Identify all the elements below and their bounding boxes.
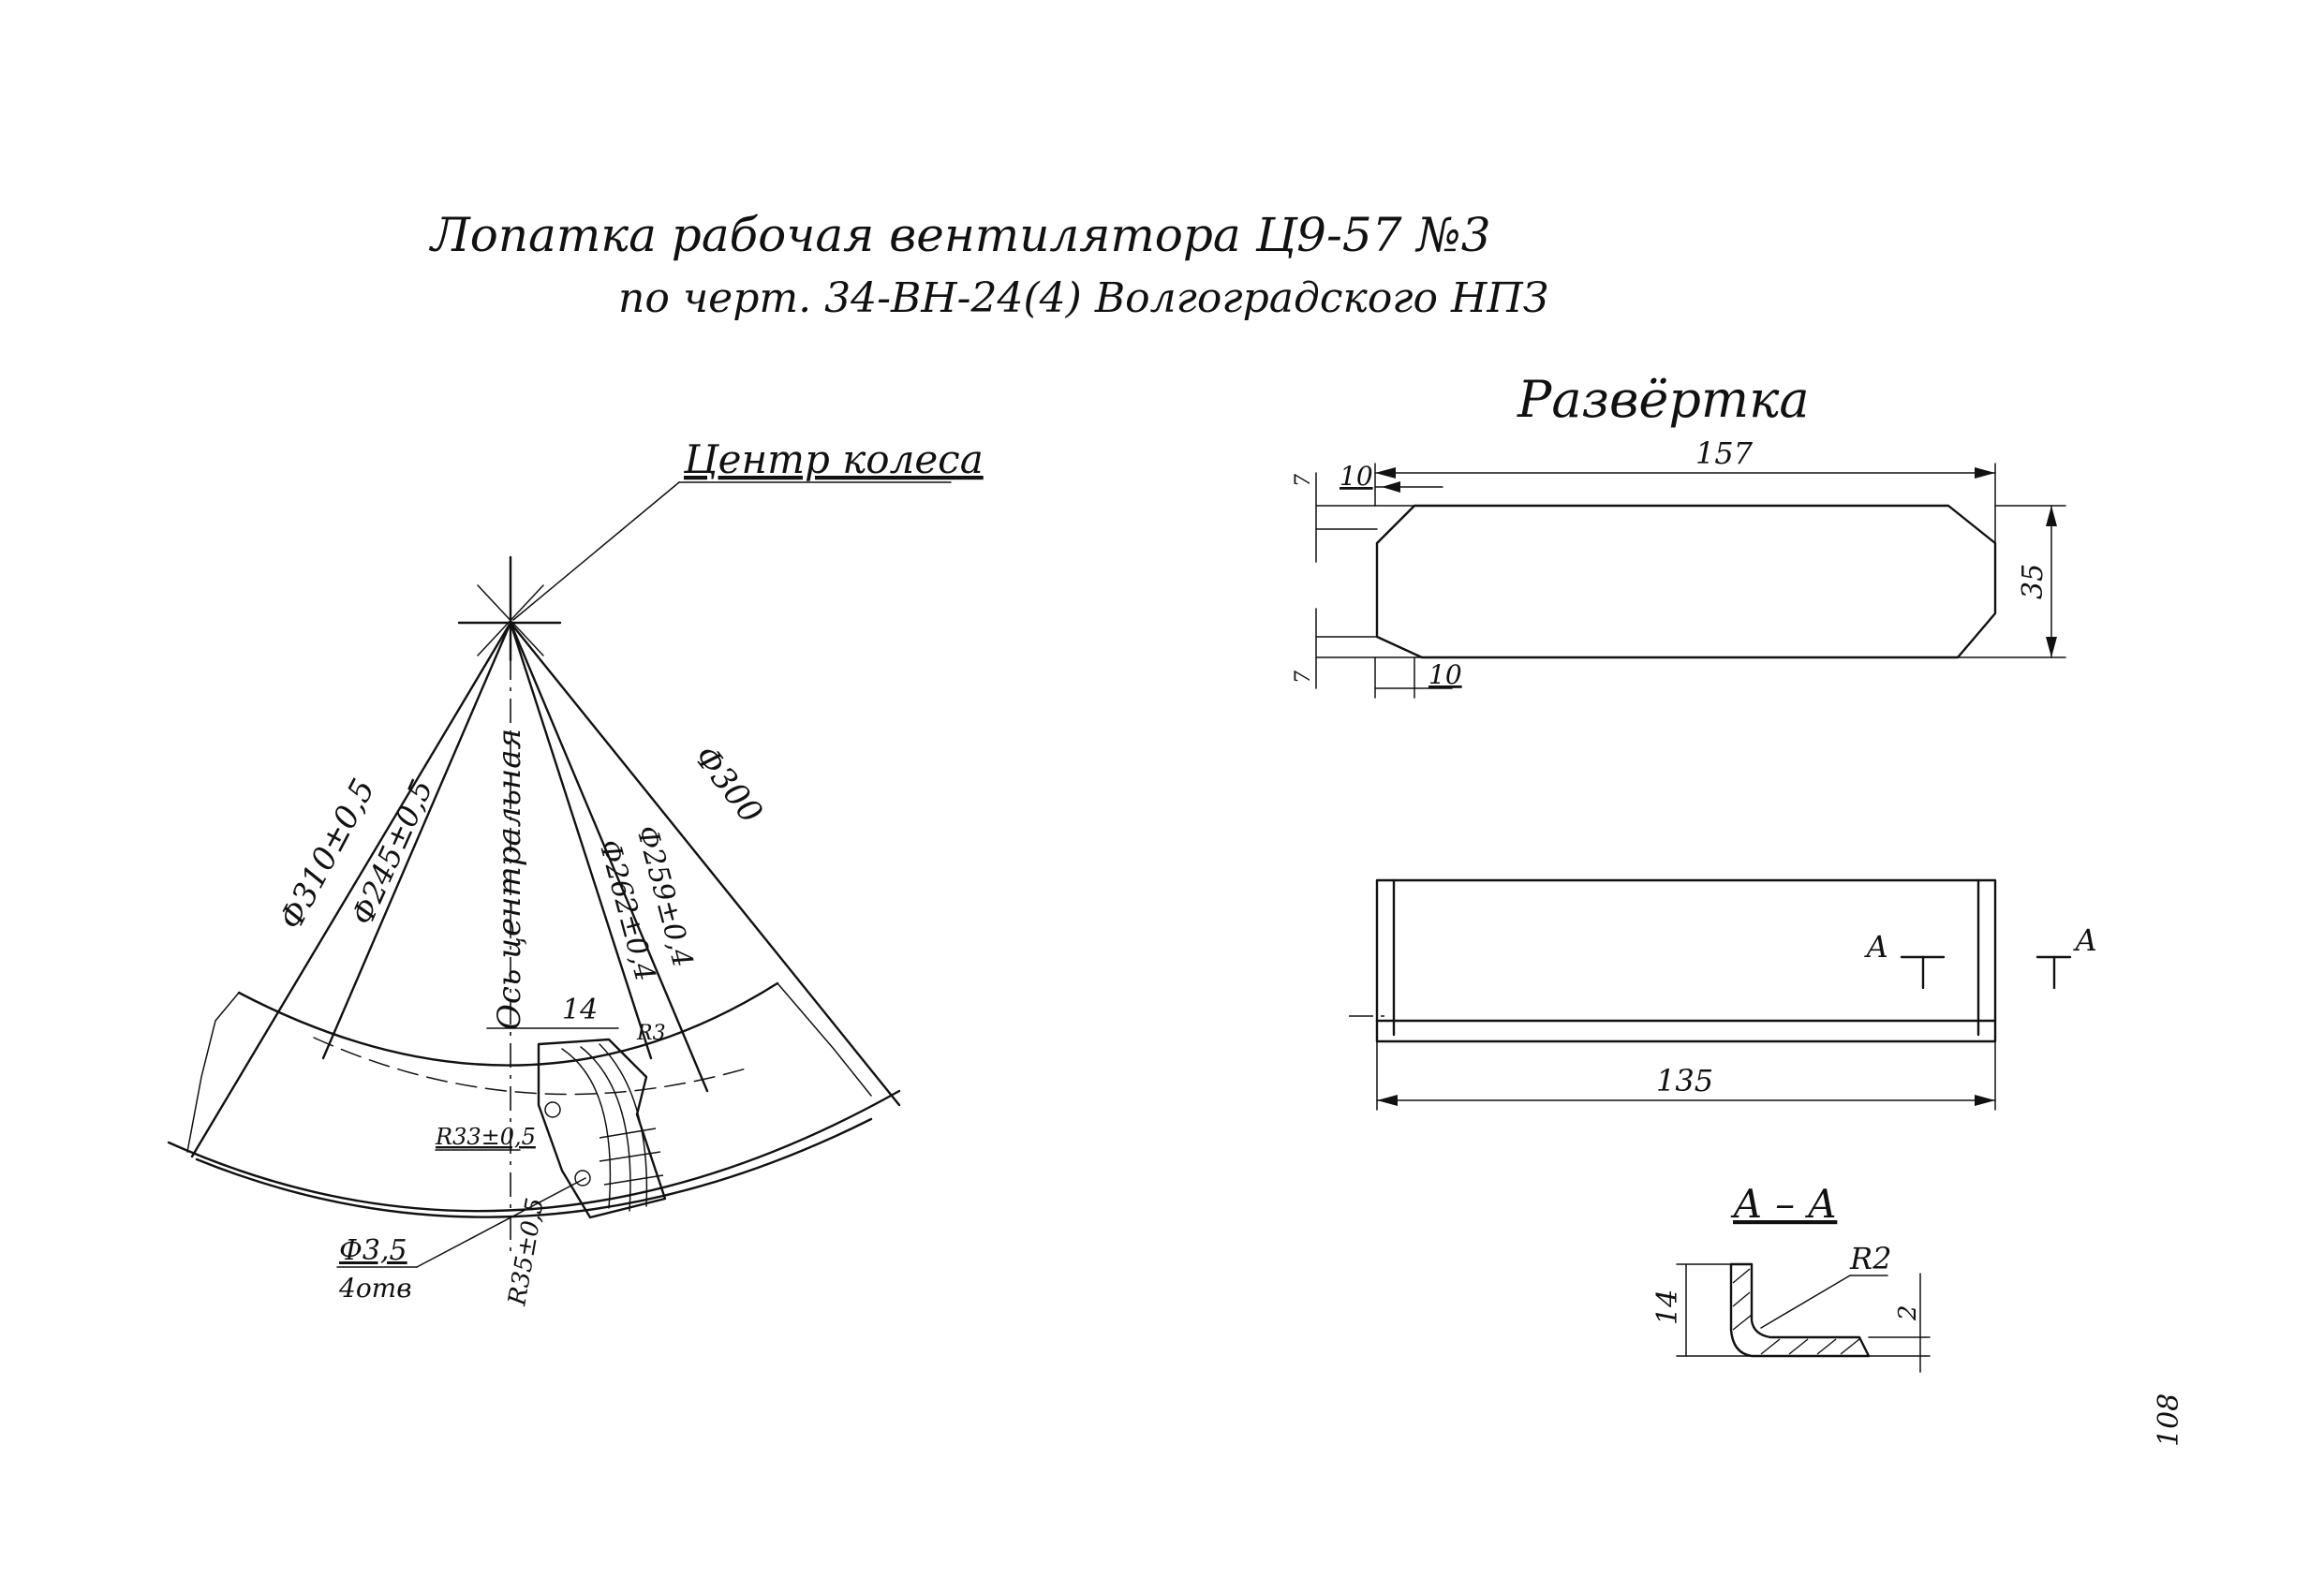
dim-14-section: 14: [1651, 1263, 1753, 1357]
title-line-1: Лопатка рабочая вентилятора Ц9-57 №3: [428, 208, 1491, 262]
blade-main-view: Центр колеса Ось центральная: [167, 436, 984, 1308]
dim-10-top-text: 10: [1340, 461, 1373, 492]
unfold-view: Развёртка 157 10 10: [1292, 370, 2066, 699]
blade-body: [537, 1038, 667, 1219]
dim-2-section-text: 2: [1894, 1305, 1922, 1321]
dim-35: 35: [1957, 505, 2066, 658]
title-line-2: по черт. 34-ВН-24(4) Волгоградского НПЗ: [618, 274, 1548, 322]
dim-135: 135: [1376, 1040, 1996, 1111]
dim-14: 14: [486, 994, 619, 1029]
dim-10-bottom-text: 10: [1428, 659, 1462, 690]
dim-2-section: 2: [1868, 1273, 1931, 1373]
dim-10-top: 10: [1340, 461, 1443, 493]
section-heading: А – А: [1730, 1181, 1837, 1227]
dim-7-bottom: 7: [1292, 608, 1423, 689]
wheel-band: [167, 981, 901, 1218]
page-number: 108: [2153, 1393, 2185, 1447]
side-view: А А 135: [1349, 878, 2097, 1111]
section-mark-right: А: [2035, 922, 2097, 990]
section-mark-left-text: А: [1864, 929, 1888, 965]
wheel-center-label: Центр колеса: [683, 436, 984, 482]
section-mark-left: А: [1864, 929, 1946, 990]
dim-r33-text: R33±0,5: [435, 1124, 536, 1150]
dim-r3-text: R3: [636, 1022, 666, 1045]
hole-callout: Ф3,5 4отв: [336, 1177, 586, 1304]
dim-d300-text: Ф300: [687, 739, 770, 831]
section-a-a: А – А 14 R2 2: [1651, 1181, 1931, 1373]
section-profile: [1729, 1262, 1871, 1358]
dim-35-text: 35: [2017, 564, 2050, 599]
central-axis-label: Ось центральная: [491, 729, 528, 1030]
dim-r2: R2: [1760, 1241, 1891, 1329]
dim-r2-text: R2: [1849, 1241, 1891, 1276]
dim-157: 157: [1374, 435, 1996, 544]
unfold-heading: Развёртка: [1517, 370, 1810, 429]
dim-7-top-text: 7: [1292, 474, 1315, 487]
section-mark-right-text: А: [2073, 922, 2097, 958]
wheel-center-mark: [457, 555, 562, 662]
dim-14-text: 14: [562, 994, 598, 1026]
dim-135-text: 135: [1656, 1063, 1713, 1098]
drawing-title: Лопатка рабочая вентилятора Ц9-57 №3 по …: [428, 208, 1548, 322]
dim-7-bottom-text: 7: [1292, 671, 1315, 684]
dim-10-bottom: 10: [1374, 656, 1462, 699]
wheel-center-leader: [512, 481, 680, 621]
side-view-outline: [1375, 878, 1997, 1043]
section-hatch: [1732, 1268, 1860, 1355]
dim-r35-text: R35±0,5: [503, 1196, 550, 1308]
hole-count-text: 4отв: [338, 1273, 412, 1304]
dim-7-top: 7: [1292, 472, 1415, 563]
hole-diameter-text: Ф3,5: [339, 1234, 407, 1267]
dim-157-text: 157: [1695, 435, 1754, 471]
radial-dimension-lines: [190, 621, 901, 1158]
dim-14-section-text: 14: [1651, 1290, 1684, 1325]
unfold-outline: [1375, 504, 1997, 659]
dim-r33: R33±0,5: [435, 1124, 536, 1151]
